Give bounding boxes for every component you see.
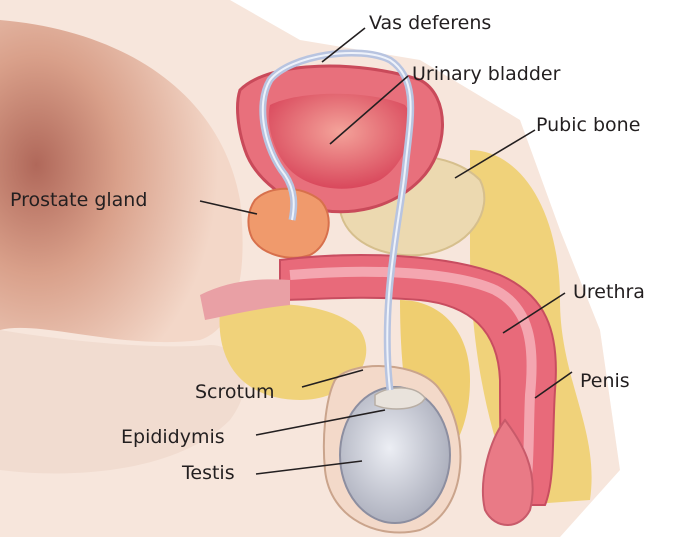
label-pubic-bone: Pubic bone [536, 114, 640, 136]
label-epididymis: Epididymis [121, 426, 225, 448]
label-prostate-gland: Prostate gland [10, 189, 147, 211]
scrotum-testis-shape [324, 366, 461, 532]
label-urinary-bladder: Urinary bladder [412, 63, 560, 85]
label-penis: Penis [580, 370, 630, 392]
prostate-shape [248, 189, 328, 258]
label-vas-deferens: Vas deferens [369, 12, 491, 34]
label-scrotum: Scrotum [195, 381, 275, 403]
label-urethra: Urethra [573, 281, 645, 303]
label-testis: Testis [182, 462, 235, 484]
